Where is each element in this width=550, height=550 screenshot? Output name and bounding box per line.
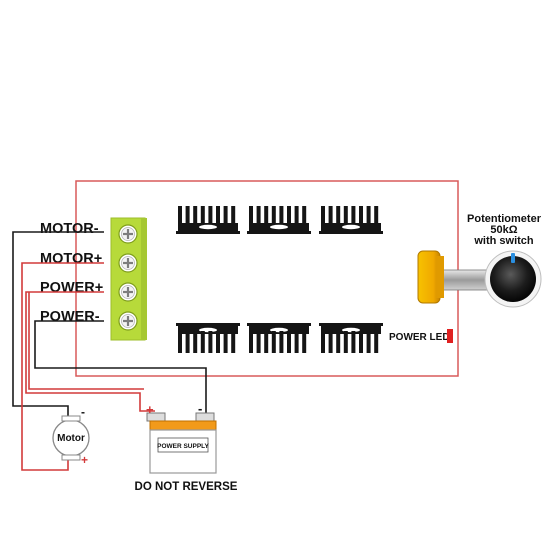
- battery-plus-sign: +: [146, 402, 154, 417]
- wire-power-plus-2: [28, 292, 144, 390]
- terminal-screw-motor-minus: [118, 224, 138, 244]
- terminal-screw-motor-plus: [118, 253, 138, 273]
- wire-power-plus: [25, 291, 155, 412]
- motor-label: Motor: [57, 433, 85, 444]
- heatsink-bottom-3: [319, 323, 383, 353]
- battery-minus-sign: -: [198, 401, 202, 416]
- wire-motor-plus: [21, 262, 104, 471]
- motor: Motor: [52, 415, 90, 461]
- battery-label: POWER SUPPLY: [157, 443, 209, 450]
- terminal-label-power-plus: POWER+: [40, 280, 103, 296]
- potentiometer: [417, 250, 542, 308]
- wire-motor-minus: [12, 231, 104, 418]
- heatsink-bottom-1: [176, 323, 240, 353]
- wire-power-minus: [34, 320, 207, 418]
- battery: POWER SUPPLY: [146, 412, 217, 474]
- terminal-screw-power-plus: [118, 282, 138, 302]
- motor-plus-sign: +: [81, 453, 88, 467]
- terminal-block: [110, 217, 147, 341]
- potentiometer-value: 50kΩ: [490, 224, 517, 236]
- terminal-label-motor-plus: MOTOR+: [40, 251, 102, 267]
- heatsink-top-2: [247, 206, 311, 234]
- wires: [12, 231, 207, 471]
- heatsink-bottom-2: [247, 323, 311, 353]
- terminal-label-motor-minus: MOTOR-: [40, 221, 99, 237]
- power-led-indicator: [447, 329, 453, 343]
- heatsink-top-3: [319, 206, 383, 234]
- potentiometer-title: Potentiometer: [467, 213, 542, 225]
- terminal-screw-power-minus: [118, 311, 138, 331]
- potentiometer-switch-note: with switch: [473, 235, 534, 247]
- heatsink-top-1: [176, 206, 240, 234]
- do-not-reverse-warning: DO NOT REVERSE: [135, 481, 238, 493]
- power-led-label: POWER LED: [389, 332, 450, 343]
- motor-minus-sign: -: [81, 405, 85, 419]
- terminal-label-power-minus: POWER-: [40, 309, 100, 325]
